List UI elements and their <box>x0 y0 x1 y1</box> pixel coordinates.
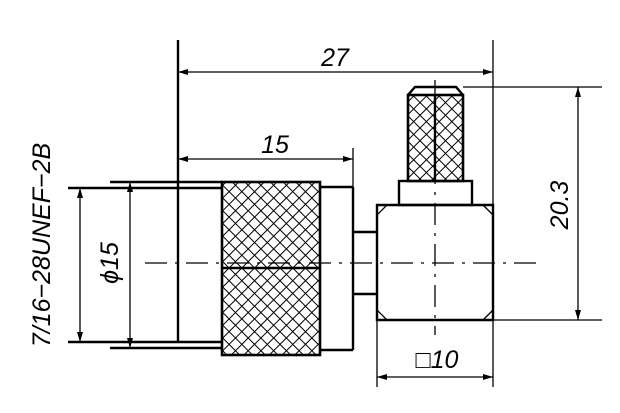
thread-section <box>68 40 222 350</box>
dim-square: □10 <box>416 346 459 374</box>
dim-diameter: ϕ15 <box>96 242 124 284</box>
nut-outline <box>222 185 355 352</box>
dim-overall-length: 27 <box>320 44 350 72</box>
neck <box>353 230 377 296</box>
body-chamfers <box>376 204 494 321</box>
dimension-diameter: ϕ15 <box>96 182 133 348</box>
dimension-body-length: 15 <box>178 131 354 187</box>
dimension-thread: 7/16−28UNEF−2B <box>28 143 83 347</box>
dim-thread: 7/16−28UNEF−2B <box>28 143 56 347</box>
dim-body-length: 15 <box>261 131 289 159</box>
dim-height: 20.3 <box>546 181 574 231</box>
dimension-square: □10 <box>376 320 494 387</box>
dimension-height: 20.3 <box>463 86 602 321</box>
dimension-overall-length: 27 <box>178 40 494 205</box>
